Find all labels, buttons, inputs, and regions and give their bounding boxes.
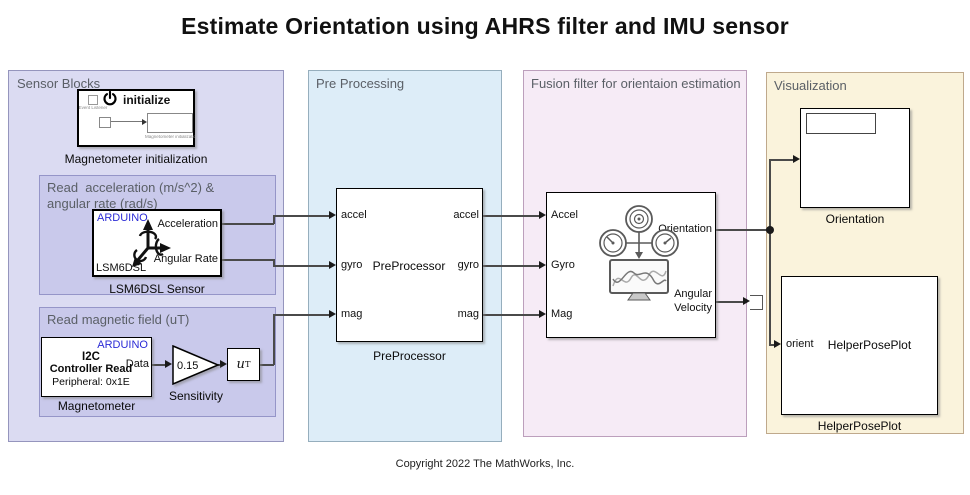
init-subsystem-icon — [147, 113, 193, 133]
orientation-display-field — [806, 113, 876, 134]
preprocessor-block[interactable] — [336, 188, 483, 342]
lsm6dsl-port-acceleration: Acceleration — [157, 218, 218, 230]
wire-orientation-branch — [769, 229, 771, 345]
init-subsystem-label: Magnetometer initialization — [145, 135, 195, 139]
helper-pose-plot-caption: HelperPosePlot — [817, 419, 902, 433]
wire-angular-velocity — [716, 301, 744, 303]
transpose-base: u — [236, 357, 245, 372]
copyright-text: Copyright 2022 The MathWorks, Inc. — [395, 458, 575, 470]
wire-orientation — [769, 159, 771, 230]
subregion-read-magnetic-field-label: Read magnetic field (uT) — [47, 312, 190, 327]
wire-orientation-branch-arrowhead-icon — [774, 340, 781, 348]
ahrs-fusion-icon — [599, 205, 679, 301]
region-fusion-filter-label: Fusion filter for orientaion estimation — [531, 76, 741, 91]
init-inner-wire — [111, 121, 142, 123]
wire-mag — [273, 314, 330, 316]
wire-angular-velocity-arrowhead-icon — [743, 297, 750, 305]
terminator-block[interactable] — [750, 295, 763, 310]
initialize-label: initialize — [123, 93, 171, 107]
ahrs-in-gyro: Gyro — [551, 259, 575, 271]
preprocessor-out-accel: accel — [453, 209, 479, 221]
wire-data-gain-arrowhead-icon — [165, 360, 172, 368]
region-pre-processing-label: Pre Processing — [316, 76, 405, 91]
subregion-read-accel-gyro-label: Read acceleration (m/s^2) & angular rate… — [47, 180, 215, 212]
sensitivity-gain-value: 0.15 — [177, 360, 198, 372]
wire-accel — [222, 223, 274, 225]
wire-accel-arrowhead-icon — [329, 211, 336, 219]
wire-mag — [273, 314, 275, 365]
wire-orientation — [716, 229, 770, 231]
init-source-port-icon — [99, 117, 111, 128]
wire-junction-dot — [766, 226, 774, 234]
power-icon — [103, 90, 117, 106]
preprocessor-out-mag: mag — [457, 308, 479, 320]
wire-data-gain — [152, 364, 167, 366]
helper-pose-plot-block[interactable] — [781, 276, 938, 415]
wire-gyro-2-arrowhead-icon — [539, 261, 546, 269]
preprocessor-out-gyro: gyro — [457, 259, 479, 271]
orientation-display-caption: Orientation — [825, 212, 885, 226]
model-title: Estimate Orientation using AHRS filter a… — [181, 13, 789, 39]
event-listener-checkbox-icon — [88, 95, 98, 105]
region-sensor-blocks-label: Sensor Blocks — [17, 76, 101, 91]
magnetometer-port-data: Data — [125, 358, 149, 370]
wire-gain-transpose-arrowhead-icon — [220, 360, 227, 368]
wire-gyro — [273, 265, 330, 267]
sensitivity-gain-block[interactable]: 0.15 — [172, 345, 220, 385]
wire-mag-2-arrowhead-icon — [539, 310, 546, 318]
lsm6dsl-chip-label: LSM6DSL — [96, 262, 147, 274]
preprocessor-in-mag: mag — [341, 308, 363, 320]
ahrs-out-angular-velocity: Velocity — [674, 302, 712, 314]
magnetometer-protocol-label: I2C — [82, 351, 100, 363]
helper-pose-plot-name: HelperPosePlot — [827, 338, 912, 352]
event-listener-label: Event Listener — [78, 106, 108, 110]
region-visualization-label: Visualization — [774, 78, 847, 93]
sensitivity-caption: Sensitivity — [168, 389, 224, 403]
preprocessor-in-gyro: gyro — [341, 259, 363, 271]
magnetometer-mode-label: Controller Read — [49, 363, 133, 375]
wire-mag-arrowhead-icon — [329, 310, 336, 318]
preprocessor-caption: PreProcessor — [373, 349, 446, 363]
lsm6dsl-caption: LSM6DSL Sensor — [109, 282, 205, 296]
lsm6dsl-arduino-brand: ARDUINO — [97, 212, 148, 224]
transpose-superscript: T — [244, 359, 251, 370]
wire-accel-2-arrowhead-icon — [539, 211, 546, 219]
magnetometer-arduino-brand: ARDUINO — [97, 339, 148, 351]
preprocessor-name: PreProcessor — [372, 259, 446, 273]
magnetometer-init-caption: Magnetometer initialization — [64, 152, 208, 166]
wire-orientation-branch — [769, 344, 775, 346]
wire-gyro — [222, 259, 274, 261]
ahrs-in-mag: Mag — [551, 308, 573, 320]
wire-gyro-2 — [483, 265, 540, 267]
wire-accel — [273, 215, 330, 217]
helper-pose-plot-in-orient: orient — [786, 338, 814, 350]
wire-mag — [260, 364, 274, 366]
wire-orientation-arrowhead-icon — [793, 155, 800, 163]
lsm6dsl-port-angular-rate: Angular Rate — [153, 253, 218, 265]
wire-orientation — [769, 159, 794, 161]
ahrs-out-angular-velocity: Angular — [674, 288, 712, 300]
wire-accel-2 — [483, 215, 540, 217]
magnetometer-peripheral-label: Peripheral: 0x1E — [52, 376, 130, 388]
preprocessor-in-accel: accel — [341, 209, 367, 221]
init-inner-arrowhead-icon — [142, 119, 147, 125]
gyro-axes-icon — [132, 219, 171, 267]
magnetometer-caption: Magnetometer — [57, 399, 136, 413]
magnetometer-block[interactable] — [41, 337, 152, 397]
wire-gyro-arrowhead-icon — [329, 261, 336, 269]
wire-mag-2 — [483, 314, 540, 316]
wire-accel — [273, 215, 275, 224]
wire-gyro — [273, 259, 275, 267]
ahrs-in-accel: Accel — [551, 209, 578, 221]
